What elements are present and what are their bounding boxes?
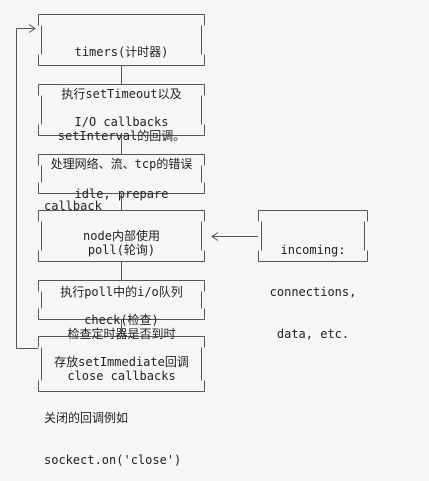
incoming-title: incoming: [280,243,346,257]
incoming-line-3: data, etc. [276,327,350,341]
stage-close-line-2: 关闭的回调例如 [44,411,129,425]
stage-io-callbacks: I/O callbacks 处理网络、流、tcp的错误 callback [38,84,205,213]
stage-check-title: check(检查) [84,313,159,327]
stage-idle-prepare: idle, prepare node内部使用 [38,154,205,243]
poll-frame [38,210,205,262]
stage-timers: timers(计时器) 执行setTimeout以及 setInterval的回… [38,14,205,143]
stage-poll: poll(轮询) 执行poll中的i/o队列 检查定时器是否到时 [38,210,205,341]
stage-check: check(检查) 存放setImmediate回调 [38,280,205,369]
incoming-line-2: connections, [269,285,357,299]
stage-poll-line-2: 执行poll中的i/o队列 [60,285,183,299]
stage-poll-title: poll(轮询) [87,243,156,257]
event-loop-diagram [16,14,368,392]
incoming-arrowhead [211,232,219,241]
check-frame [38,280,205,320]
stage-io-line-2: 处理网络、流、tcp的错误 [50,157,193,171]
stage-timers-title: timers(计时器) [74,45,169,59]
stage-idle-line-2: node内部使用 [83,229,160,243]
close-frame [38,336,205,392]
stage-close-line-3: sockect.on('close') [44,453,182,467]
frames [38,14,368,392]
stage-idle-title: idle, prepare [74,187,169,201]
io-frame [38,84,205,136]
stage-poll-line-3: 检查定时器是否到时 [67,327,176,341]
stage-timers-line-3: setInterval的回调。 [57,129,186,143]
connectors [16,24,258,349]
incoming-box: incoming: connections, data, etc. [258,210,368,341]
stage-timers-line-2: 执行setTimeout以及 [61,87,182,101]
loop-arrowhead [28,24,36,33]
stage-io-line-3: callback [44,199,102,213]
incoming-frame [258,210,368,262]
stage-close-callbacks: close callbacks 关闭的回调例如 sockect.on('clos… [38,336,205,467]
stage-io-title: I/O callbacks [74,115,169,129]
timers-frame [38,14,205,66]
idle-frame [38,154,205,194]
stage-close-title: close callbacks [67,369,176,383]
stage-check-line-2: 存放setImmediate回调 [54,355,189,369]
